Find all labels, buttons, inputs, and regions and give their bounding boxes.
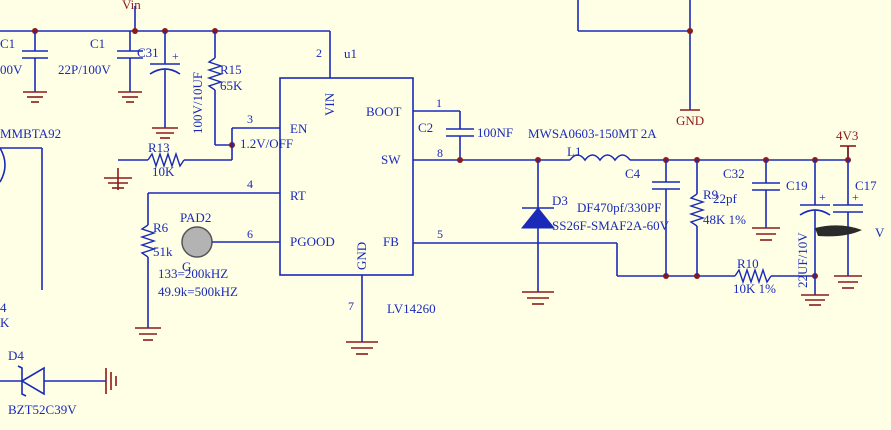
l1-part: MWSA0603-150MT 2A	[528, 126, 657, 141]
c31-polarity: +	[172, 49, 179, 63]
r15-designator: R15	[220, 62, 242, 77]
capacitor-c17	[833, 146, 863, 289]
capacitor-c4	[652, 160, 680, 276]
r15-value: 65K	[220, 78, 243, 93]
gnd-net-label: GND	[676, 113, 704, 128]
ic-ground	[346, 275, 378, 355]
capacitor-c19	[799, 160, 831, 306]
c2-value: 100NF	[477, 125, 513, 140]
ic-part-number: LV14260	[387, 301, 436, 316]
transistor-body	[0, 147, 6, 183]
capacitor-c2	[413, 110, 474, 160]
pin-label-en: EN	[290, 121, 308, 136]
c17-designator: C17	[855, 178, 877, 193]
pin-label-boot: BOOT	[366, 104, 401, 119]
output-4v3-label: 4V3	[836, 128, 858, 143]
fb-net	[413, 242, 815, 285]
pin-number-boot: 1	[436, 96, 442, 110]
pin-number-gnd: 7	[348, 299, 354, 313]
ic-designator: u1	[344, 46, 357, 61]
r6-designator: R6	[153, 220, 169, 235]
rt-net	[135, 192, 280, 341]
r10-value: 10K 1%	[733, 281, 776, 296]
c19-value: 22UF/10V	[795, 232, 810, 288]
l1-designator: L1	[567, 144, 581, 159]
r9-designator: R9	[703, 187, 718, 202]
c1a-designator: C1	[0, 36, 15, 51]
pin-number-pgood: 6	[247, 227, 253, 241]
c1-designator: C1	[90, 36, 105, 51]
pin-label-rt: RT	[290, 188, 306, 203]
c32-value: 22pf	[713, 191, 738, 206]
c31-designator: C31	[137, 45, 159, 60]
left-edge-label-2: K	[0, 315, 10, 330]
left-edge-label-1: 4	[0, 300, 7, 315]
vin-net-label: Vin	[122, 0, 141, 12]
resistor-r9	[688, 160, 706, 276]
capacitor-c32	[752, 160, 780, 241]
r13-designator: R13	[148, 140, 170, 155]
c1-value: 22P/100V	[58, 62, 111, 77]
c4-value: DF470pf/330PF	[577, 200, 662, 215]
en-net	[104, 127, 280, 190]
junction	[687, 28, 693, 34]
pin-number-sw: 8	[437, 146, 443, 160]
sw-net	[413, 154, 848, 162]
resistor-r15	[206, 31, 232, 146]
r10-designator: R10	[737, 256, 759, 271]
pin-label-sw: SW	[381, 152, 401, 167]
output-4v3-marker	[840, 145, 856, 160]
c2-designator: C2	[418, 120, 433, 135]
pin-number-rt: 4	[247, 177, 253, 191]
pin-number-en: 3	[247, 112, 253, 126]
pin-number-vin: 2	[316, 46, 322, 60]
capacitor-c1a	[22, 31, 48, 103]
pin-number-fb: 5	[437, 227, 443, 241]
rt-note-500khz: 49.9k=500kHZ	[158, 284, 238, 299]
pad2-sub: G	[182, 259, 191, 274]
d4-part: BZT52C39V	[8, 402, 77, 417]
redaction-scribble	[815, 225, 862, 237]
diode-d3	[520, 160, 556, 305]
pin-label-pgood: PGOOD	[290, 234, 335, 249]
pin-label-fb: FB	[383, 234, 399, 249]
diode-d4	[0, 365, 117, 397]
top-right-net	[577, 0, 700, 111]
c17-polarity: +	[852, 190, 859, 204]
junction	[457, 157, 463, 163]
pin-label-vin: VIN	[322, 92, 337, 116]
junction	[132, 28, 138, 34]
c1a-value: 00V	[0, 62, 23, 77]
transistor-part: MMBTA92	[0, 126, 61, 141]
d3-designator: D3	[552, 193, 568, 208]
c31-value: 100V/10UF	[190, 72, 205, 134]
c19-designator: C19	[786, 178, 808, 193]
r6-value: 51k	[153, 244, 173, 259]
en-note: 1.2V/OFF	[240, 136, 293, 151]
c19-polarity: +	[819, 190, 826, 204]
c4-designator: C4	[625, 166, 641, 181]
d3-part: SS26F-SMAF2A-60V	[552, 218, 670, 233]
capacitor-c31	[149, 31, 181, 139]
r13-value: 10K	[152, 164, 175, 179]
c32-designator: C32	[723, 166, 745, 181]
c17-value: V	[875, 225, 885, 240]
d4-designator: D4	[8, 348, 24, 363]
ic-body	[279, 77, 414, 276]
capacitor-c1	[117, 31, 143, 103]
pad2	[181, 226, 280, 258]
r9-value: 48K 1%	[703, 212, 746, 227]
pad2-designator: PAD2	[180, 210, 211, 225]
pin-label-gnd: GND	[354, 242, 369, 270]
rt-note-200khz: 133=200kHZ	[158, 266, 228, 281]
